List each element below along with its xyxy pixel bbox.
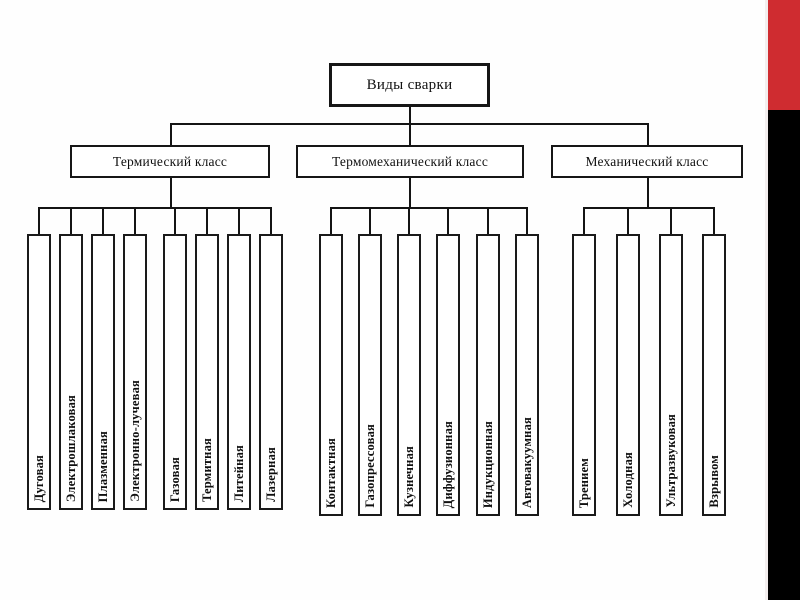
connector-leaf-3-3 <box>670 207 672 235</box>
leaf-box[interactable]: Холодная <box>616 234 640 516</box>
root-node-label: Виды сварки <box>366 76 453 93</box>
leaf-label: Индукционная <box>480 420 495 508</box>
leaf-box[interactable]: Ультразвуковая <box>659 234 683 516</box>
class-node-thermal[interactable]: Термический класс <box>70 145 270 178</box>
connector-leaf-1-3 <box>102 207 104 235</box>
leaf-label: Холодная <box>620 452 635 508</box>
class-node-thermomechanical-label: Термомеханический класс <box>331 153 489 169</box>
connector-leaf-3-2 <box>627 207 629 235</box>
connector-group2-bus <box>330 207 527 209</box>
connector-leaf-1-2 <box>70 207 72 235</box>
leaf-label: Автовакуумная <box>519 416 534 508</box>
leaf-box[interactable]: Кузнечная <box>397 234 421 516</box>
leaf-box[interactable]: Газовая <box>163 234 187 510</box>
connector-leaf-2-1 <box>330 207 332 235</box>
leaf-label: Дуговая <box>31 454 46 502</box>
leaf-label: Ультразвуковая <box>663 414 678 508</box>
connector-leaf-2-3 <box>408 207 410 235</box>
leaf-box[interactable]: Литейная <box>227 234 251 510</box>
leaf-box[interactable]: Диффузионная <box>436 234 460 516</box>
connector-leaf-1-4 <box>134 207 136 235</box>
connector-leaf-1-1 <box>38 207 40 235</box>
leaf-label: Трением <box>576 457 591 508</box>
leaf-box[interactable]: Трением <box>572 234 596 516</box>
leaf-box[interactable]: Электрошлаковая <box>59 234 83 510</box>
leaf-label: Контактная <box>323 438 338 508</box>
connector-leaf-2-4 <box>447 207 449 235</box>
leaf-label: Взрывом <box>706 455 721 508</box>
root-node[interactable]: Виды сварки <box>329 63 490 107</box>
connector-leaf-2-5 <box>487 207 489 235</box>
connector-root-stem <box>409 107 411 124</box>
connector-group2-stem <box>409 178 411 208</box>
leaf-box[interactable]: Дуговая <box>27 234 51 510</box>
class-node-thermomechanical[interactable]: Термомеханический класс <box>296 145 524 178</box>
leaf-box[interactable]: Взрывом <box>702 234 726 516</box>
leaf-box[interactable]: Индукционная <box>476 234 500 516</box>
connector-leaf-1-8 <box>270 207 272 235</box>
class-node-mechanical-label: Механический класс <box>585 153 709 169</box>
connector-group1-bus <box>38 207 270 209</box>
connector-class-drop-2 <box>409 123 411 145</box>
connector-class-drop-1 <box>170 123 172 145</box>
leaf-label: Кузнечная <box>401 446 416 508</box>
connector-group3-bus <box>583 207 714 209</box>
leaf-label: Плазменная <box>95 430 110 502</box>
leaf-box[interactable]: Автовакуумная <box>515 234 539 516</box>
accent-bar-red <box>768 0 800 110</box>
leaf-label: Газопрессовая <box>362 424 377 508</box>
connector-leaf-2-2 <box>369 207 371 235</box>
edge-bar-gap <box>765 0 768 600</box>
connector-group1-stem <box>170 178 172 208</box>
class-node-thermal-label: Термический класс <box>112 153 228 169</box>
leaf-label: Литейная <box>231 444 246 502</box>
leaf-label: Электронно-лучевая <box>127 380 142 502</box>
leaf-label: Газовая <box>167 456 182 502</box>
connector-leaf-1-6 <box>206 207 208 235</box>
connector-leaf-3-1 <box>583 207 585 235</box>
class-node-mechanical[interactable]: Механический класс <box>551 145 743 178</box>
connector-leaf-1-7 <box>238 207 240 235</box>
leaf-label: Лазерная <box>263 447 278 502</box>
connector-leaf-2-6 <box>526 207 528 235</box>
connector-leaf-3-4 <box>713 207 715 235</box>
leaf-box[interactable]: Термитная <box>195 234 219 510</box>
leaf-box[interactable]: Контактная <box>319 234 343 516</box>
connector-leaf-1-5 <box>174 207 176 235</box>
leaf-label: Электрошлаковая <box>63 394 78 502</box>
leaf-label: Термитная <box>199 437 214 502</box>
leaf-box[interactable]: Плазменная <box>91 234 115 510</box>
leaf-box[interactable]: Газопрессовая <box>358 234 382 516</box>
accent-bar-dark <box>768 110 800 600</box>
leaf-label: Диффузионная <box>440 420 455 508</box>
leaf-box[interactable]: Лазерная <box>259 234 283 510</box>
connector-group3-stem <box>647 178 649 208</box>
connector-class-drop-3 <box>647 123 649 145</box>
leaf-box[interactable]: Электронно-лучевая <box>123 234 147 510</box>
